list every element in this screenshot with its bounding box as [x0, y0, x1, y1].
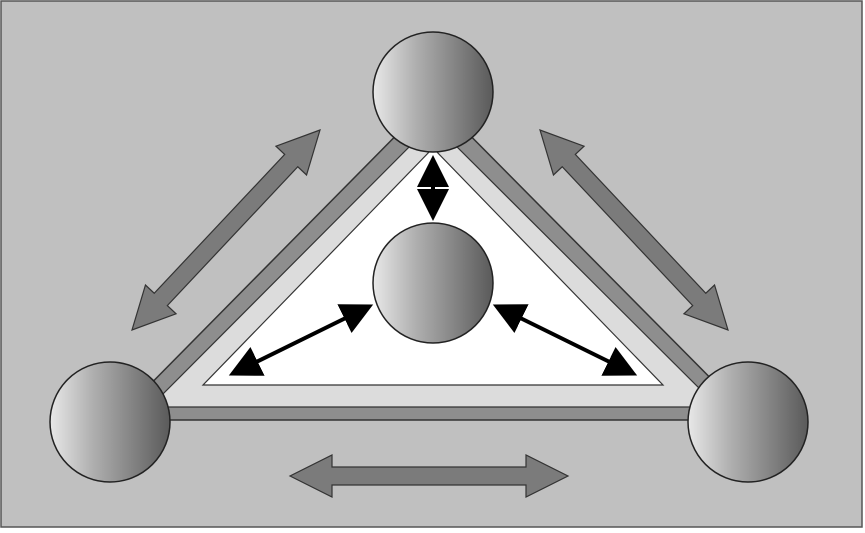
sphere-icon	[688, 362, 808, 482]
sphere-top	[373, 32, 493, 152]
sphere-icon	[373, 32, 493, 152]
sphere-icon	[50, 362, 170, 482]
sphere-bottom-left	[50, 362, 170, 482]
sphere-icon	[373, 223, 493, 343]
sphere-bottom-right	[688, 362, 808, 482]
sphere-center	[373, 223, 493, 343]
